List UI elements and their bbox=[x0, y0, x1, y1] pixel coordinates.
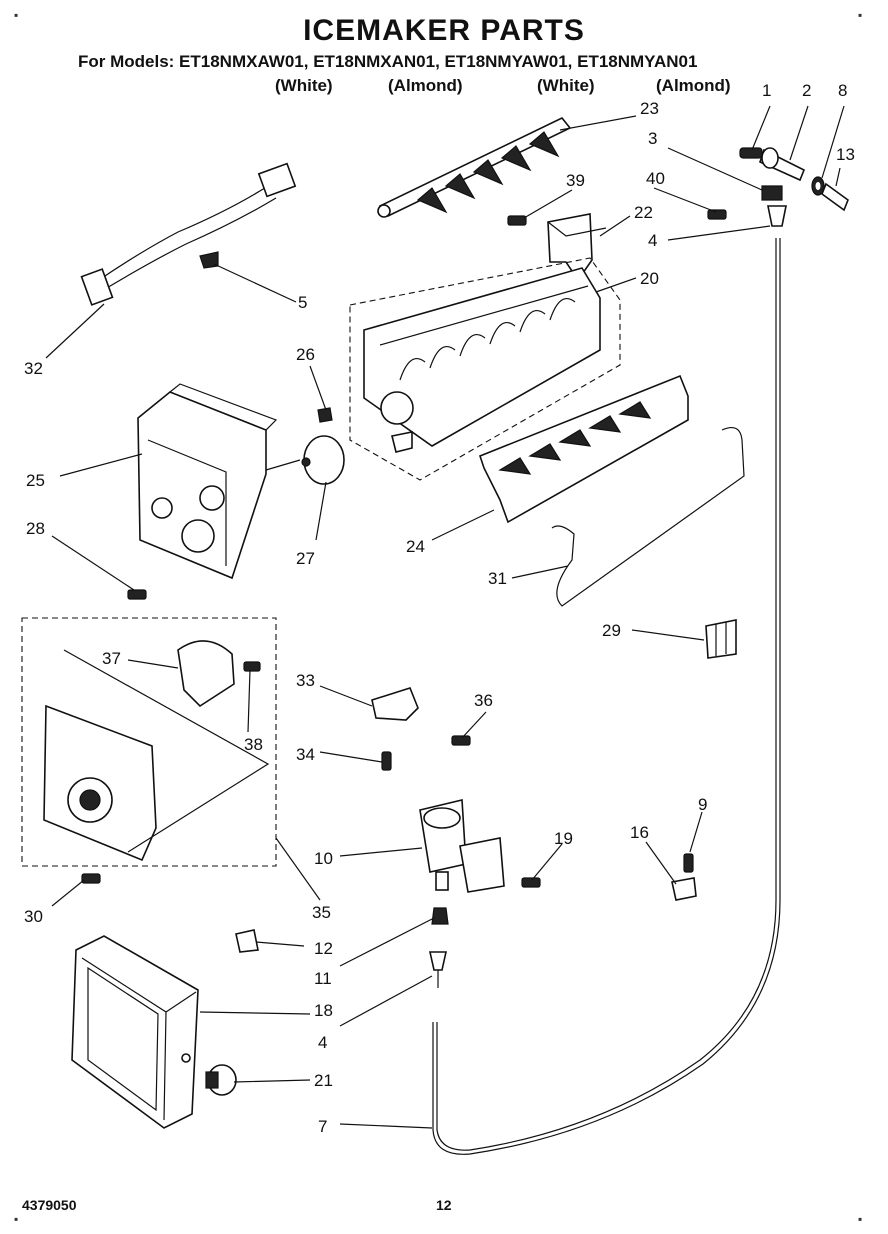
part-35-module bbox=[43, 649, 270, 862]
callout-33: 33 bbox=[296, 671, 315, 690]
callout-18: 18 bbox=[314, 1001, 333, 1020]
callout-35: 35 bbox=[312, 903, 331, 922]
part-20-mold bbox=[363, 267, 601, 453]
callout-8: 8 bbox=[838, 81, 847, 100]
part-8-washer bbox=[811, 176, 825, 196]
part-13-nut bbox=[821, 182, 849, 212]
part-4-fitting-top bbox=[767, 205, 787, 227]
module-35-outline bbox=[21, 617, 277, 867]
callout-19: 19 bbox=[554, 829, 573, 848]
part-23-ejector bbox=[377, 117, 572, 218]
part-24-stripper bbox=[479, 374, 689, 524]
variant-label-1: (White) bbox=[275, 76, 333, 95]
part-5-clip bbox=[199, 251, 219, 269]
callout-26: 26 bbox=[296, 345, 315, 364]
callout-3: 3 bbox=[648, 129, 657, 148]
part-29-bracket bbox=[705, 619, 737, 659]
callout-1: 1 bbox=[762, 81, 771, 100]
part-40-screw bbox=[707, 209, 727, 220]
callout-2: 2 bbox=[802, 81, 811, 100]
part-1-screw bbox=[739, 147, 763, 159]
models-line: For Models: ET18NMXAW01, ET18NMXAN01, ET… bbox=[78, 52, 698, 71]
callout-16: 16 bbox=[630, 823, 649, 842]
part-21-plug bbox=[205, 1064, 237, 1096]
callout-4-bottom: 4 bbox=[318, 1033, 327, 1052]
callout-32: 32 bbox=[24, 359, 43, 378]
callout-21: 21 bbox=[314, 1071, 333, 1090]
corner-mark-bottom-right: ▪ bbox=[858, 1212, 863, 1226]
page-title: ICEMAKER PARTS bbox=[303, 14, 585, 47]
callout-40: 40 bbox=[646, 169, 665, 188]
part-30-screw bbox=[81, 873, 101, 884]
callout-29: 29 bbox=[602, 621, 621, 640]
part-3-clamp bbox=[761, 185, 783, 201]
callout-5: 5 bbox=[298, 293, 307, 312]
water-tube bbox=[436, 238, 777, 1151]
part-34-screw bbox=[381, 751, 392, 771]
callout-36: 36 bbox=[474, 691, 493, 710]
part-32-wire-harness bbox=[80, 162, 297, 306]
callout-25: 25 bbox=[26, 471, 45, 490]
callout-10: 10 bbox=[314, 849, 333, 868]
callout-23: 23 bbox=[640, 99, 659, 118]
part-38-screw bbox=[243, 661, 261, 672]
part-10-water-valve bbox=[419, 799, 505, 893]
callout-37: 37 bbox=[102, 649, 121, 668]
callout-4-top: 4 bbox=[648, 231, 657, 250]
corner-mark-bottom-left: ▪ bbox=[14, 1212, 19, 1226]
part-9-screw bbox=[683, 853, 694, 873]
part-33-switch bbox=[371, 687, 419, 721]
part-26-screw bbox=[317, 407, 333, 423]
callout-12: 12 bbox=[314, 939, 333, 958]
part-16-clamp bbox=[671, 877, 697, 901]
callout-labels: 1 2 8 13 3 4 23 39 40 22 20 5 32 26 25 2… bbox=[24, 81, 855, 1136]
part-25-housing bbox=[137, 383, 278, 580]
callout-31: 31 bbox=[488, 569, 507, 588]
part-37-gear-motor bbox=[177, 640, 235, 708]
variant-label-2: (Almond) bbox=[388, 76, 463, 95]
callout-22: 22 bbox=[634, 203, 653, 222]
callout-11: 11 bbox=[314, 969, 332, 988]
part-36-screw bbox=[451, 735, 471, 746]
part-31-shutoff-arm bbox=[551, 427, 745, 607]
callout-38: 38 bbox=[244, 735, 263, 754]
corner-mark-top-right: ▪ bbox=[858, 8, 863, 22]
part-39-screw bbox=[507, 215, 527, 226]
mold-assembly-outline bbox=[349, 257, 621, 481]
corner-mark-top-left: ▪ bbox=[14, 8, 19, 22]
page-number: 12 bbox=[436, 1197, 452, 1213]
callout-20: 20 bbox=[640, 269, 659, 288]
part-4-fitting-bottom bbox=[429, 951, 447, 988]
variant-label-4: (Almond) bbox=[656, 76, 731, 95]
part-12-wire-connector bbox=[235, 929, 259, 953]
leader-lines bbox=[45, 105, 845, 1129]
callout-28: 28 bbox=[26, 519, 45, 538]
callout-7: 7 bbox=[318, 1117, 327, 1136]
callout-27: 27 bbox=[296, 549, 315, 568]
variant-label-3: (White) bbox=[537, 76, 595, 95]
callout-34: 34 bbox=[296, 745, 315, 764]
part-28-screw bbox=[127, 589, 147, 600]
part-27-motor bbox=[265, 435, 345, 485]
callout-39: 39 bbox=[566, 171, 585, 190]
part-11-nut bbox=[431, 907, 449, 925]
callout-24: 24 bbox=[406, 537, 425, 556]
doc-number: 4379050 bbox=[22, 1197, 77, 1213]
part-18-front-cover bbox=[71, 935, 199, 1129]
callout-9: 9 bbox=[698, 795, 707, 814]
part-2-fitting bbox=[759, 147, 806, 182]
callout-30: 30 bbox=[24, 907, 43, 926]
callout-13: 13 bbox=[836, 145, 855, 164]
part-19-screw bbox=[521, 877, 541, 888]
